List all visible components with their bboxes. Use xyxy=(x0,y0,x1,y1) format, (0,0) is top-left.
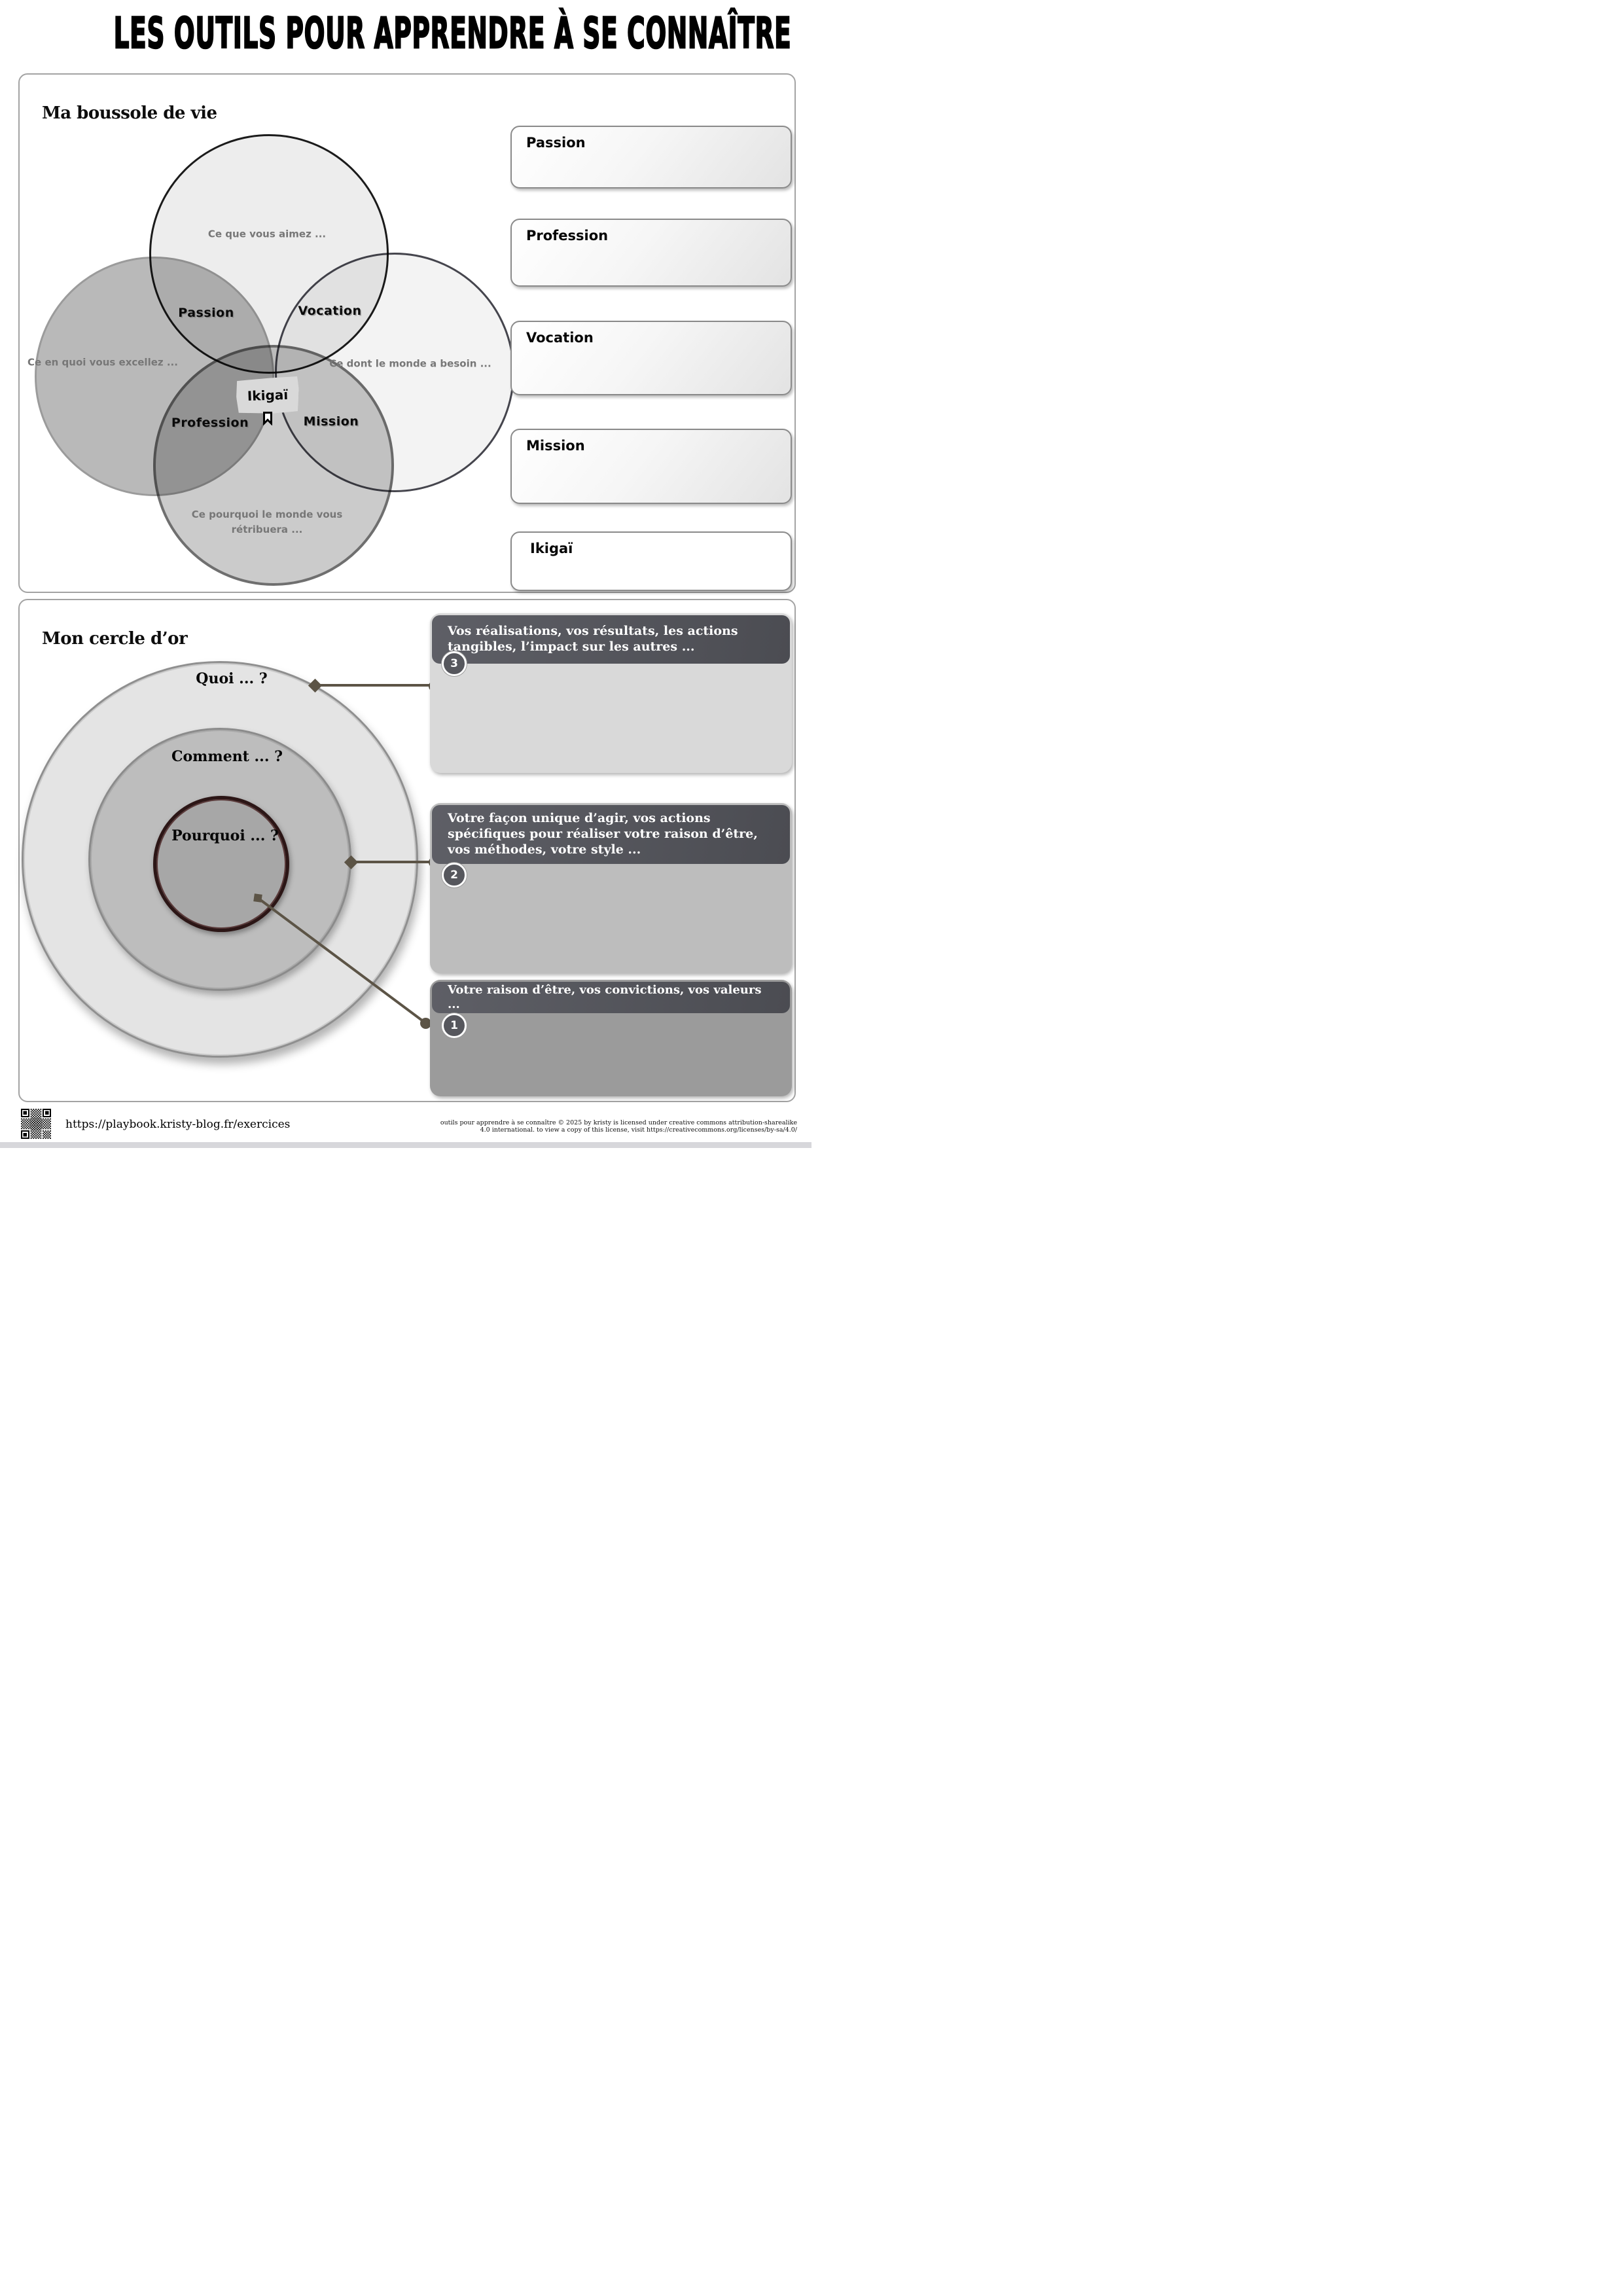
note-box-3: Vos réalisations, vos résultats, les act… xyxy=(430,613,792,773)
note-badge-3: 3 xyxy=(442,651,467,676)
field-label: Ikigaï xyxy=(530,541,573,556)
boussole-panel: Ma boussole de vie Ce que vous aimez ...… xyxy=(18,73,796,593)
venn-circle-paid xyxy=(153,345,394,586)
site-url-link[interactable]: https://playbook.kristy-blog.fr/exercice… xyxy=(65,1118,291,1131)
boussole-heading: Ma boussole de vie xyxy=(42,103,217,123)
intersection-label-vocation: Vocation xyxy=(298,304,362,318)
field-label: Vocation xyxy=(526,330,594,346)
field-box-ikigai: Ikigaï xyxy=(510,531,792,591)
note-box-1: Votre raison d’être, vos convictions, vo… xyxy=(430,980,792,1096)
cercle-heading: Mon cercle d’or xyxy=(42,628,188,649)
note-header: Votre raison d’être, vos convictions, vo… xyxy=(432,982,790,1013)
badge-number: 2 xyxy=(450,869,458,882)
ring-label-pourquoi: Pourquoi ... ? xyxy=(171,827,279,844)
venn-note-love: Ce que vous aimez ... xyxy=(207,228,327,240)
cercle-panel: Mon cercle d’or Quoi ... ? Comment ... ?… xyxy=(18,599,796,1102)
note-header: Vos réalisations, vos résultats, les act… xyxy=(432,615,790,664)
ikigai-tape-text: Ikigaï xyxy=(247,386,289,404)
page-title: LES OUTILS POUR APPRENDRE À SE CONNAÎTRE xyxy=(113,9,792,60)
ring-label-comment: Comment ... ? xyxy=(171,748,283,765)
ring-label-quoi: Quoi ... ? xyxy=(196,670,268,687)
field-box-vocation: Vocation xyxy=(510,321,792,395)
page-bottom-edge xyxy=(0,1142,812,1148)
connector-pourquoi-square-marker xyxy=(253,893,262,903)
connector-comment-line xyxy=(351,861,434,863)
intersection-label-passion: Passion xyxy=(178,306,234,320)
worksheet-page: LES OUTILS POUR APPRENDRE À SE CONNAÎTRE… xyxy=(0,0,812,1148)
venn-note-paid: Ce pourquoi le monde vous rétribuera ... xyxy=(191,508,343,535)
note-box-2: Votre façon unique d’agir, vos actions s… xyxy=(430,803,792,973)
badge-number: 3 xyxy=(450,657,458,670)
note-badge-2: 2 xyxy=(442,863,467,888)
ikigai-tape-label: Ikigaï xyxy=(236,376,300,414)
venn-note-need: Ce dont le monde a besoin ... xyxy=(329,357,491,370)
field-box-mission: Mission xyxy=(510,429,792,504)
field-box-passion: Passion xyxy=(510,126,792,188)
venn-note-excel: Ce en quoi vous excellez ... xyxy=(27,356,178,368)
field-label: Mission xyxy=(526,438,585,454)
field-box-profession: Profession xyxy=(510,219,792,287)
intersection-label-mission: Mission xyxy=(303,414,359,429)
field-label: Profession xyxy=(526,228,609,243)
qr-code-icon xyxy=(21,1109,51,1141)
badge-number: 1 xyxy=(450,1019,458,1032)
note-badge-1: 1 xyxy=(442,1013,467,1038)
note-header: Votre façon unique d’agir, vos actions s… xyxy=(432,805,790,864)
connector-pourquoi-dot-marker xyxy=(420,1018,431,1029)
license-line-1: outils pour apprendre à se connaître © 2… xyxy=(440,1119,797,1126)
field-label: Passion xyxy=(526,135,586,151)
license-text: outils pour apprendre à se connaître © 2… xyxy=(431,1119,797,1134)
intersection-label-profession: Profession xyxy=(171,416,249,430)
connector-quoi-line xyxy=(315,684,434,687)
license-line-2: 4.0 international. to view a copy of thi… xyxy=(480,1126,797,1134)
ikigai-pin-icon xyxy=(262,411,273,428)
ring-pourquoi xyxy=(153,796,289,932)
